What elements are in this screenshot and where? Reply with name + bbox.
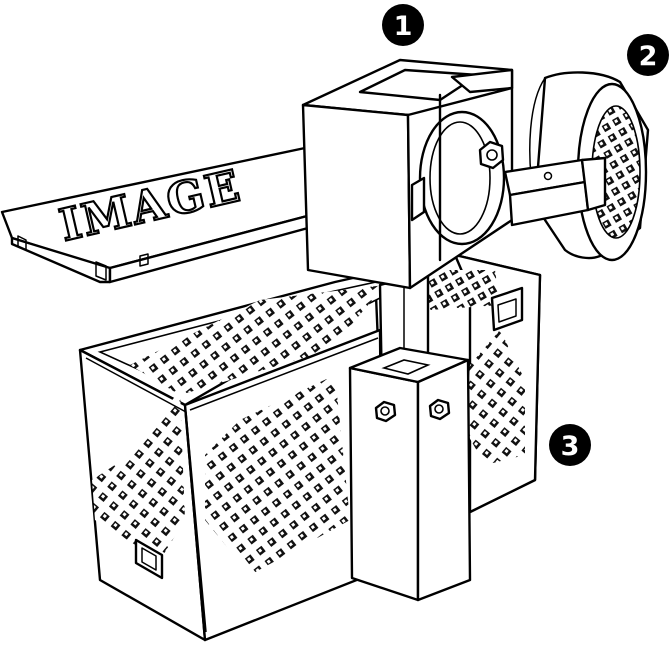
support-post bbox=[348, 270, 472, 602]
callout-badge-1: 1 bbox=[382, 4, 424, 46]
callout-number-3: 3 bbox=[561, 431, 580, 462]
callout-badge-2: 2 bbox=[627, 34, 669, 76]
callout-number-2: 2 bbox=[639, 41, 658, 72]
label-plate: IMAGE bbox=[0, 146, 342, 284]
mesh-basket bbox=[78, 253, 542, 642]
back-wall-mesh bbox=[425, 270, 500, 310]
callout-number-1: 1 bbox=[394, 11, 413, 42]
sleeve-bolt-left bbox=[374, 400, 397, 423]
clamp-block bbox=[301, 58, 514, 290]
sleeve-bolt-right bbox=[428, 398, 451, 421]
callout-badge-3: 3 bbox=[549, 424, 591, 466]
fan-drum bbox=[503, 71, 650, 262]
